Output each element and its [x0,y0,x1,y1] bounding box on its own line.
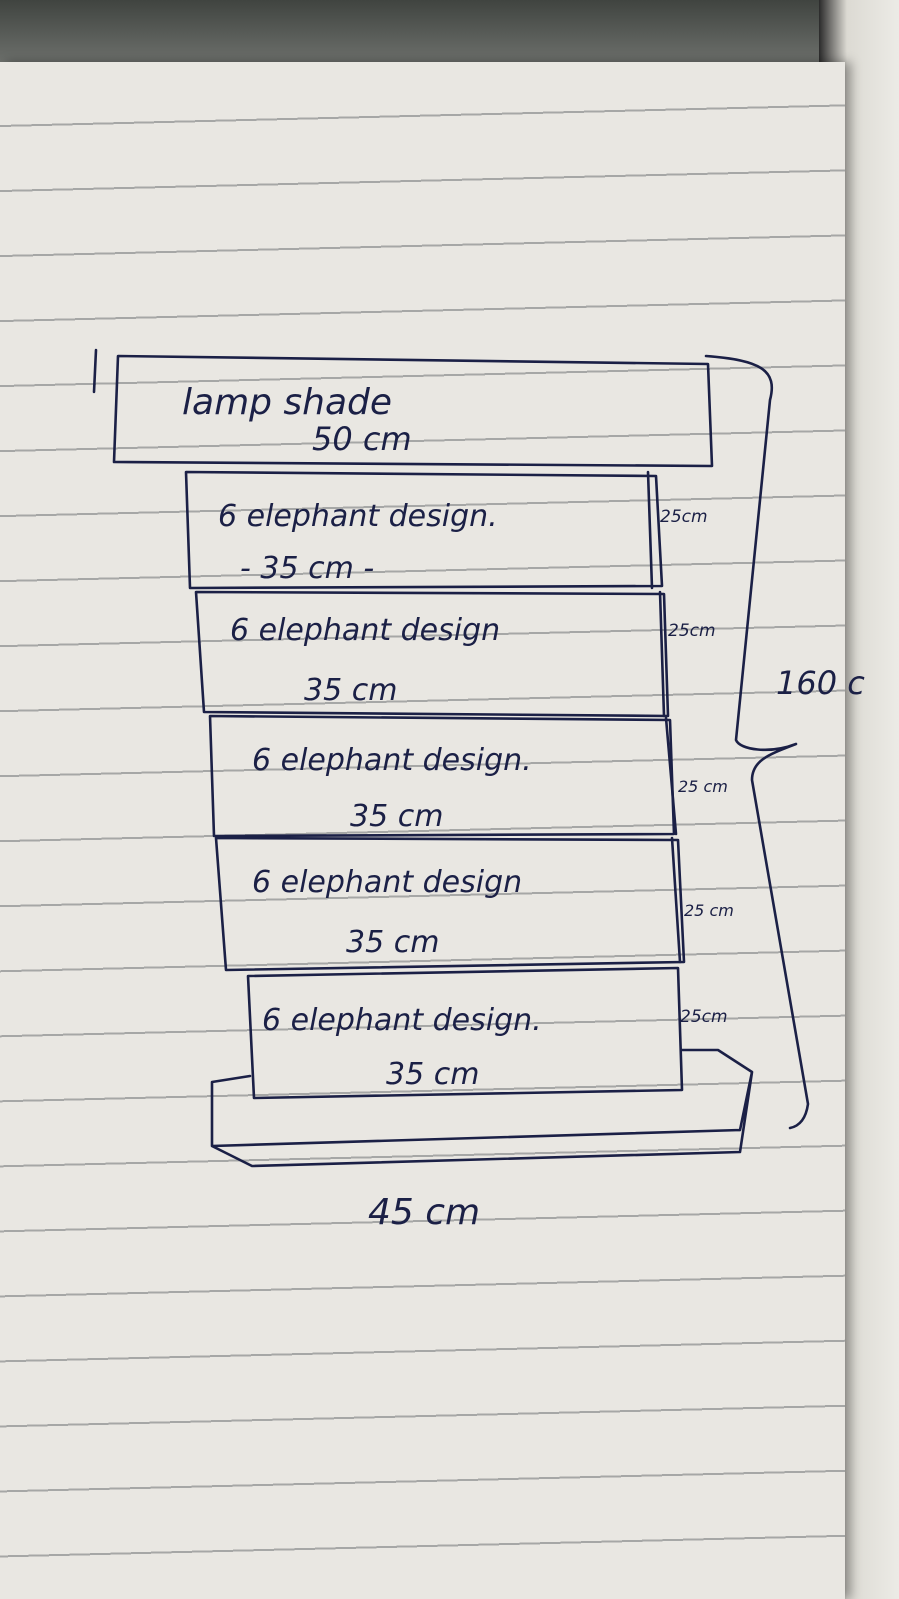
section-4-outline [214,836,686,972]
section-2-outline [194,590,670,718]
section-3-height: 25 cm [678,777,728,796]
section-1-width: - 35 cm - [240,551,374,586]
section-4-width: 35 cm [346,925,439,960]
base-width-label: 45 cm [368,1192,480,1233]
section-1-height: 25cm [660,507,708,527]
base-outline [210,1048,754,1168]
lamp-shade-width: 50 cm [312,420,412,458]
total-height-brace [704,354,810,1130]
section-1-outline [184,470,664,590]
section-4-height: 25 cm [684,901,734,920]
section-2-height: 25cm [668,621,716,641]
lamp-shade-label: lamp shade [182,382,392,423]
section-height-divider [646,470,682,964]
section-5-label: 6 elephant design. [262,1003,542,1038]
section-3-width: 35 cm [350,799,443,834]
lined-notebook-page [0,62,845,1599]
section-5-width: 35 cm [386,1057,479,1092]
total-height-label: 160 c [776,664,865,702]
section-2-label: 6 elephant design [230,613,500,648]
margin-tick-mark [92,348,98,394]
section-5-height: 25cm [680,1007,728,1027]
section-3-label: 6 elephant design. [252,743,532,778]
lamp-shade-outline [112,354,714,468]
section-3-outline [208,714,676,838]
section-2-width: 35 cm [304,673,397,708]
section-5-outline [246,966,684,1100]
section-4-label: 6 elephant design [252,865,522,900]
section-1-label: 6 elephant design. [218,499,498,534]
